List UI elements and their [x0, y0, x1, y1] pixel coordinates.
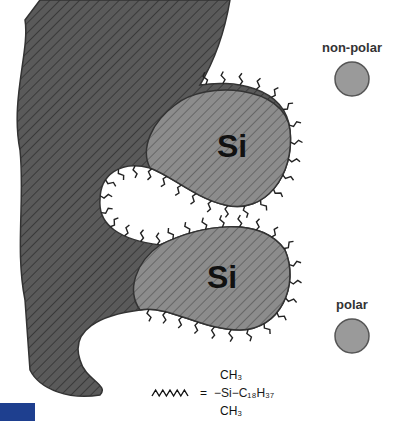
- c18-chain: [185, 222, 190, 234]
- molecule-circle: [335, 319, 369, 353]
- c18-chain: [125, 225, 130, 236]
- c18-chain: [178, 317, 182, 328]
- c18-chain: [163, 312, 166, 324]
- c18-chain: [291, 140, 303, 144]
- c18-chains: [100, 71, 302, 341]
- c18-chain: [100, 194, 112, 198]
- chain-swatch: [150, 387, 194, 399]
- c18-chain: [283, 175, 294, 180]
- c18-chain: [239, 73, 242, 85]
- c18-chain: [261, 200, 267, 210]
- c18-chain: [229, 330, 233, 342]
- c18-chain: [110, 218, 118, 227]
- c18-chain: [220, 215, 224, 227]
- c18-chain: [285, 298, 296, 303]
- c18-chain: [168, 228, 173, 239]
- bonded-phase-formula: −Si−C₁₈H₃₇: [214, 386, 274, 400]
- c18-chain: [290, 280, 302, 284]
- c18-chain: [274, 189, 283, 197]
- c18-chain: [256, 219, 259, 230]
- c18-chain: [277, 313, 286, 321]
- silica-particle: [17, 0, 290, 396]
- c18-chain: [207, 201, 211, 212]
- silica-lobe: [134, 227, 290, 330]
- c18-chain: [271, 88, 278, 98]
- c18-chain: [202, 218, 207, 230]
- silica-lobe-label: Si: [205, 259, 240, 296]
- c18-chain: [221, 71, 225, 83]
- polarity-label: non-polar: [322, 40, 382, 55]
- c18-chain: [203, 72, 207, 84]
- c18-chain: [289, 261, 301, 266]
- c18-chain: [283, 103, 293, 109]
- c18-chain: [256, 78, 260, 89]
- equals-sign: =: [200, 386, 207, 400]
- c18-chain: [288, 159, 300, 162]
- c18-chain: [225, 206, 228, 218]
- chain-swatch: [152, 390, 188, 396]
- analyte-circle: non-polar: [322, 40, 382, 99]
- c18-chain: [147, 309, 151, 321]
- methyl-group: CH₃: [220, 368, 242, 382]
- c18-chain: [175, 185, 181, 195]
- c18-chain: [289, 122, 301, 127]
- methyl-group: CH₃: [220, 404, 242, 418]
- c18-chain: [271, 227, 278, 237]
- c18-chain: [284, 241, 294, 248]
- c18-chain: [141, 230, 144, 242]
- silica-label: Si: [205, 259, 240, 296]
- c18-chain: [101, 208, 112, 213]
- c18-chain: [161, 176, 167, 186]
- polarity-label: polar: [333, 297, 371, 312]
- c18-chain: [118, 169, 123, 180]
- c18-chain: [133, 166, 137, 178]
- c18-chain: [147, 169, 151, 180]
- c18-chain: [243, 206, 248, 218]
- c18-chain: [106, 180, 116, 186]
- molecule-circle: [335, 62, 369, 96]
- silica-lobe-label: Si: [215, 128, 250, 165]
- analyte-circle: polar: [333, 297, 371, 356]
- c18-chain: [212, 327, 215, 339]
- corner-bar: [0, 403, 35, 421]
- c18-chain: [190, 194, 196, 205]
- silica-lobe: [146, 90, 290, 207]
- c18-chain: [247, 329, 252, 341]
- c18-chain: [264, 324, 270, 334]
- c18-chain: [156, 233, 159, 245]
- c18-chain: [238, 215, 242, 227]
- silica-label: Si: [215, 128, 250, 165]
- c18-chain: [194, 322, 198, 333]
